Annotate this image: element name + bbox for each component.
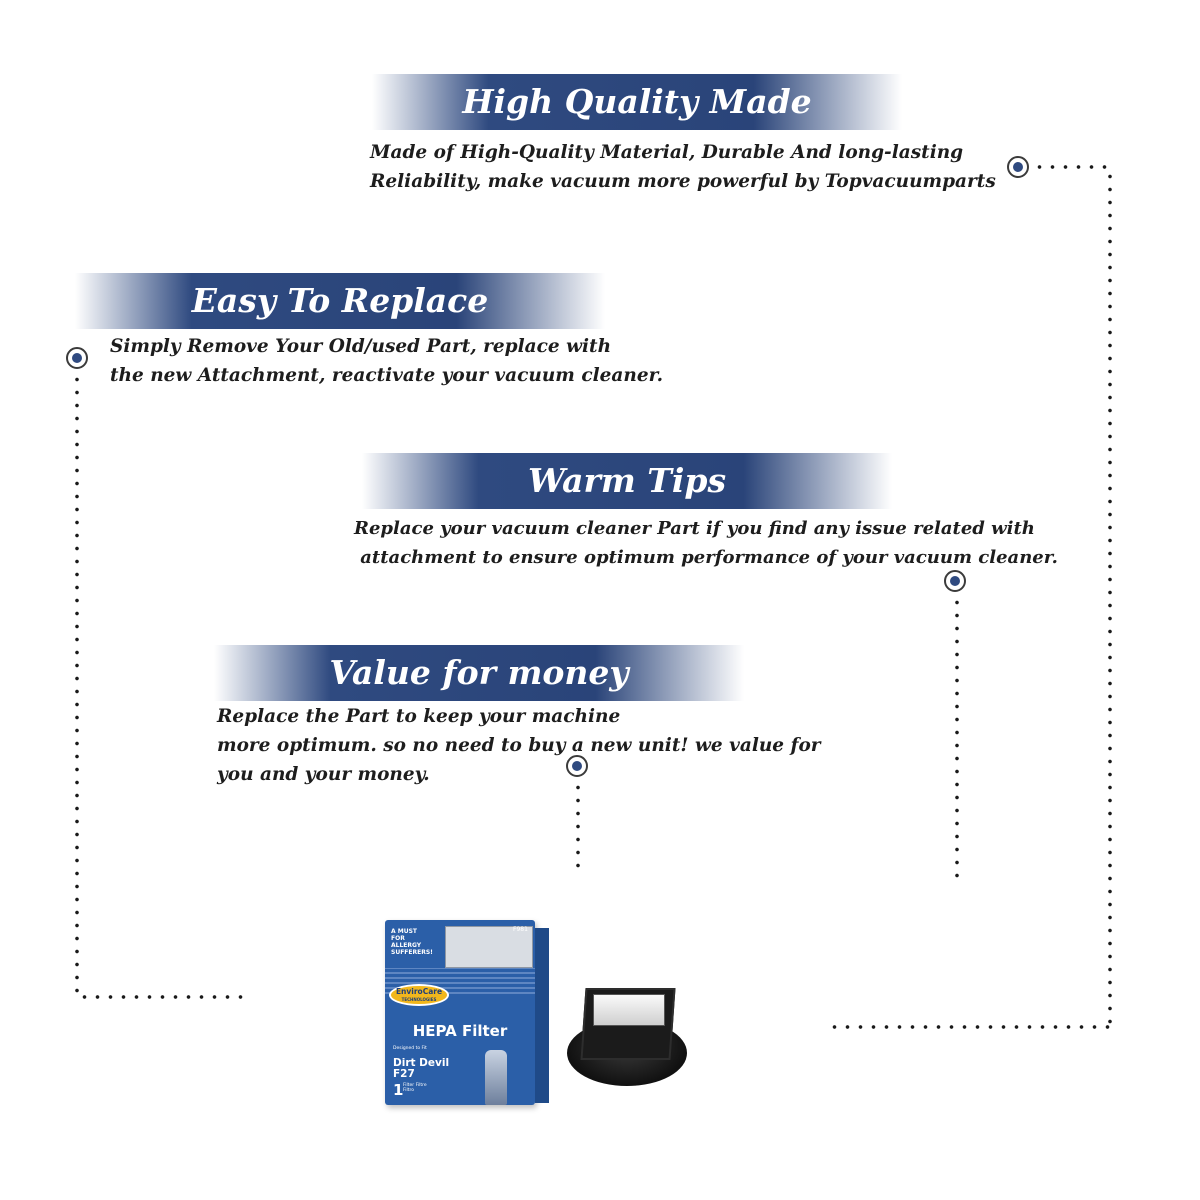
brand-line: Dirt Devil bbox=[393, 1057, 450, 1069]
brand-line: F27 bbox=[393, 1068, 415, 1080]
title-easy-replace: Easy To Replace bbox=[191, 281, 489, 320]
filter-media bbox=[593, 994, 665, 1026]
title-high-quality: High Quality Made bbox=[462, 82, 812, 121]
marker-high-quality-icon bbox=[1007, 156, 1029, 178]
box-count-sub: Filter Filtre Filtro bbox=[403, 1083, 427, 1093]
product-image: A MUST FOR ALLERGY SUFFERERS! F981 Envir… bbox=[385, 920, 705, 1130]
desc-line: more optimum. so no need to buy a new un… bbox=[217, 735, 821, 756]
desc-line: the new Attachment, reactivate your vacu… bbox=[110, 365, 664, 386]
hepa-label: HEPA Filter bbox=[412, 1022, 508, 1040]
desc-line: Replace the Part to keep your machine bbox=[217, 706, 621, 727]
box-count: 1 bbox=[393, 1081, 404, 1099]
marker-easy-replace-icon bbox=[66, 347, 88, 369]
connector-line bbox=[75, 373, 79, 998]
desc-warm-tips: Replace your vacuum cleaner Part if you … bbox=[354, 514, 1058, 572]
desc-high-quality: Made of High-Quality Material, Durable A… bbox=[370, 138, 996, 196]
desc-value: Replace the Part to keep your machine mo… bbox=[217, 702, 821, 789]
box-window bbox=[445, 926, 533, 968]
title-value: Value for money bbox=[329, 653, 629, 692]
envirocare-logo: EnviroCare TECHNOLOGIES bbox=[389, 984, 449, 1006]
title-warm-tips: Warm Tips bbox=[527, 461, 727, 500]
vacuum-icon bbox=[485, 1050, 507, 1105]
connector-line bbox=[828, 1025, 1113, 1029]
connector-line bbox=[1033, 165, 1113, 169]
desc-line: Simply Remove Your Old/used Part, replac… bbox=[110, 336, 612, 357]
desc-line: Reliability, make vacuum more powerful b… bbox=[370, 171, 996, 192]
desc-line: attachment to ensure optimum performance… bbox=[354, 547, 1058, 568]
connector-line bbox=[1108, 170, 1112, 1030]
banner-value: Value for money bbox=[214, 645, 744, 701]
marker-warm-tips-icon bbox=[944, 570, 966, 592]
box-code-text: F981 bbox=[513, 926, 528, 933]
box-brand: Dirt Devil F27 bbox=[393, 1058, 449, 1080]
box-warning-text: A MUST FOR ALLERGY SUFFERERS! bbox=[391, 928, 433, 956]
connector-line bbox=[576, 781, 580, 876]
banner-easy-replace: Easy To Replace bbox=[75, 273, 605, 329]
box-side bbox=[535, 928, 549, 1103]
desc-line: Made of High-Quality Material, Durable A… bbox=[370, 142, 964, 163]
logo-line: TECHNOLOGIES bbox=[401, 997, 437, 1002]
banner-high-quality: High Quality Made bbox=[372, 74, 902, 130]
designed-to-fit-text: Designed to Fit bbox=[393, 1046, 427, 1051]
logo-line: EnviroCare bbox=[395, 987, 443, 996]
desc-easy-replace: Simply Remove Your Old/used Part, replac… bbox=[110, 332, 663, 390]
marker-value-icon bbox=[566, 755, 588, 777]
connector-line bbox=[955, 596, 959, 886]
desc-line: you and your money. bbox=[217, 764, 430, 785]
desc-line: Replace your vacuum cleaner Part if you … bbox=[354, 518, 1035, 539]
hepa-filter-box: A MUST FOR ALLERGY SUFFERERS! F981 Envir… bbox=[385, 920, 535, 1105]
connector-line bbox=[78, 995, 243, 999]
banner-warm-tips: Warm Tips bbox=[362, 453, 892, 509]
